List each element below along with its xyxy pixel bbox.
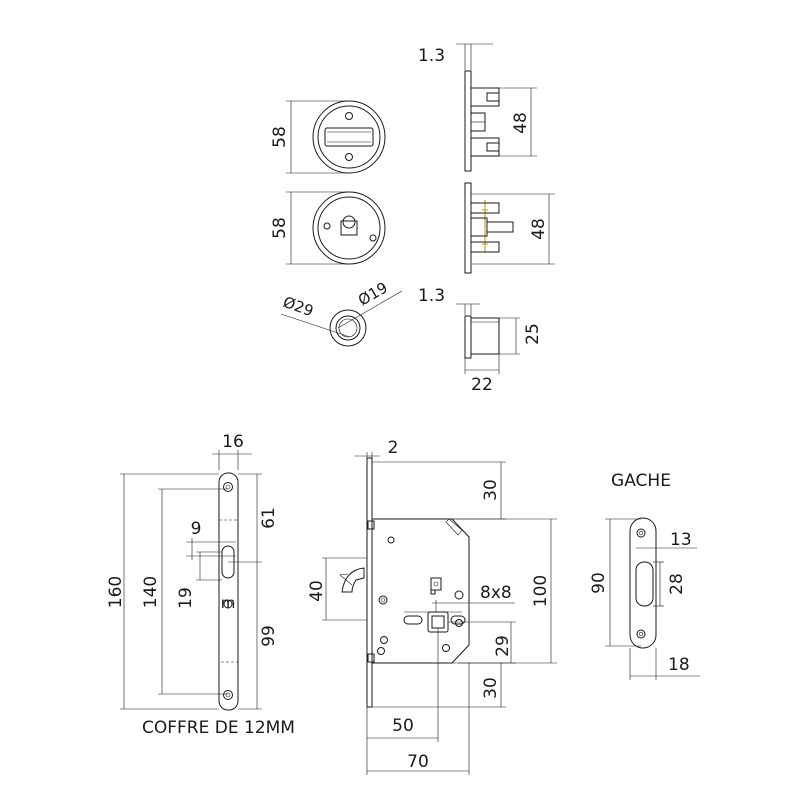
label-ring-outer-diameter: Ø29	[281, 293, 316, 320]
dim-rosette-thumb-side-height	[499, 87, 537, 157]
dim-lock-spindle	[432, 600, 515, 612]
rosette-indicator-side	[464, 182, 514, 274]
label-strike-slot-height: 28	[667, 573, 687, 595]
dim-lock-body-depth	[367, 663, 470, 775]
dim-faceplate-slot	[186, 538, 236, 581]
dim-ring-plate-offset	[456, 303, 480, 315]
dim-rosette-indicator-diameter	[286, 191, 349, 265]
dim-ring-height	[499, 317, 520, 355]
label-lock-body-depth: 70	[407, 752, 429, 772]
strike-plate	[629, 517, 657, 649]
dim-lock-spindle-to-cyl	[448, 621, 516, 664]
label-faceplate-screw-spacing: 140	[141, 576, 161, 608]
label-rosette-thumb-side-height: 48	[511, 112, 531, 134]
label-lock-body-height: 100	[531, 575, 551, 607]
dim-lock-backset	[366, 628, 439, 775]
label-rosette-indicator-side-height: 48	[529, 218, 549, 240]
dim-faceplate-screw-spacing	[158, 488, 228, 695]
label-rosette-plate-offset: 1.3	[418, 46, 445, 66]
label-ring-height: 25	[523, 323, 543, 345]
label-faceplate-slot-width: 9	[191, 519, 202, 539]
label-faceplate-slot-height: 19	[176, 587, 196, 609]
label-lock-spindle-to-cyl: 29	[493, 635, 513, 657]
label-strike-width: 18	[668, 655, 690, 675]
label-faceplate-width: 16	[222, 432, 244, 452]
label-faceplate-upper-distance: 61	[259, 507, 279, 529]
dim-lock-bottom-margin	[372, 663, 506, 708]
dim-ring-diameters	[280, 290, 403, 338]
label-faceplate-height: 160	[106, 576, 126, 608]
dim-rosette-thumb-diameter	[286, 100, 349, 174]
dim-faceplate-width	[212, 450, 252, 470]
label-lock-spindle: 8x8	[480, 583, 512, 603]
flush-ring-front	[329, 309, 367, 347]
dim-ring-depth	[464, 354, 500, 374]
dim-strike-width	[629, 648, 700, 680]
dim-strike-slot-height	[653, 561, 664, 607]
label-ring-depth: 22	[471, 375, 493, 395]
label-ring-plate-offset: 1.3	[418, 286, 445, 306]
lock-hook-bolt	[339, 567, 365, 593]
label-rosette-indicator-diameter: 58	[270, 217, 290, 239]
dim-lock-hook-height	[322, 557, 367, 621]
label-lock-bottom-margin: 30	[481, 677, 501, 699]
label-lock-hook-height: 40	[307, 580, 327, 602]
rosette-indicator-front	[312, 191, 386, 265]
lock-body	[366, 457, 470, 708]
label-faceplate-lower-distance: 99	[259, 625, 279, 647]
dim-faceplate-upper-lower	[228, 473, 262, 710]
label-lock-top-margin: 30	[481, 479, 501, 501]
label-strike-height: 90	[589, 572, 609, 594]
label-ring-inner-diameter: Ø19	[355, 278, 391, 309]
rosette-thumb-turn-side	[464, 70, 500, 172]
dim-rosette-indicator-side-height	[471, 193, 555, 265]
label-strike-title: GACHE	[611, 471, 671, 491]
label-faceplate-caption: COFFRE DE 12MM	[142, 718, 295, 738]
dim-strike-height	[605, 518, 641, 647]
dim-lock-plate-thickness	[354, 452, 380, 462]
flush-ring-side	[464, 315, 500, 359]
rosette-thumb-turn-front	[312, 100, 386, 174]
label-strike-width-top: 13	[670, 530, 692, 550]
dim-rosette-plate-offset	[456, 43, 493, 70]
dim-strike-width-top	[636, 542, 697, 552]
label-lock-plate-thickness: 2	[388, 438, 399, 458]
svg-text:m: m	[221, 594, 236, 612]
label-rosette-thumb-diameter: 58	[270, 126, 290, 148]
label-lock-backset: 50	[392, 716, 414, 736]
dim-faceplate-height	[120, 473, 219, 710]
faceplate: m	[218, 472, 239, 711]
